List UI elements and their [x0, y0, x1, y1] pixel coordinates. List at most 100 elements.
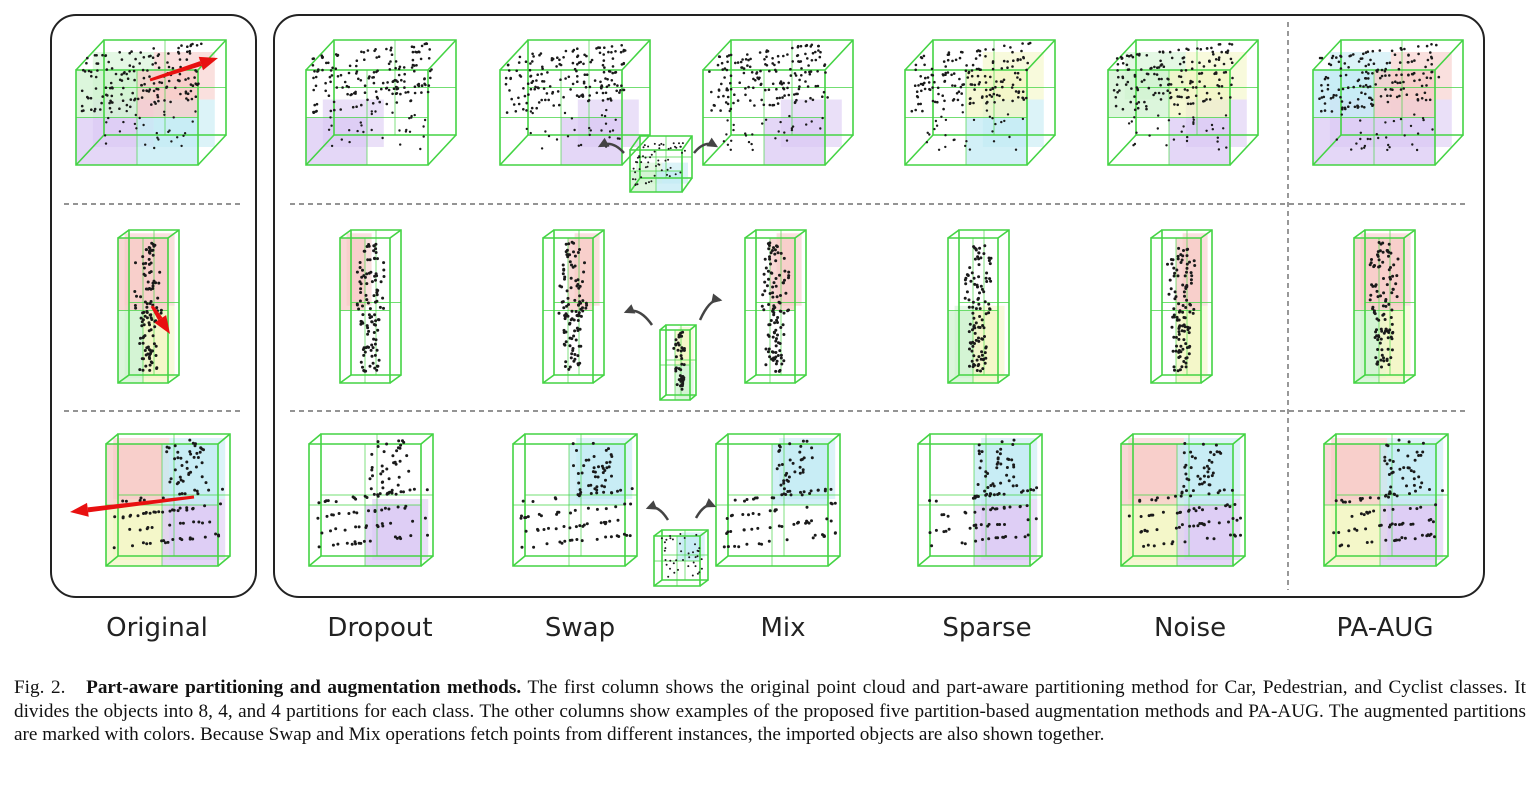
partition-tint [1324, 505, 1380, 566]
caption-body: The first column shows the original poin… [14, 677, 1527, 746]
partition-tint [966, 117, 1027, 165]
partition-tint [764, 117, 825, 165]
label-pa-aug: PA-AUG [1336, 613, 1434, 643]
box-edge [167, 229, 180, 239]
partition-tint [1374, 117, 1435, 165]
box-edge [827, 555, 841, 567]
cyclist-dropout [308, 433, 434, 567]
partition-tint [569, 444, 625, 505]
augmentation-panel [273, 14, 1485, 598]
point-cloud [103, 109, 197, 150]
point-cloud [557, 240, 589, 371]
box-edge [308, 555, 322, 567]
box-edge [1323, 433, 1337, 445]
partition-tint [770, 238, 795, 311]
cyclist-mix [715, 433, 841, 567]
point-cloud [928, 486, 1039, 548]
partition-tint [948, 310, 973, 383]
box-edge [917, 433, 931, 445]
point-cloud [672, 330, 686, 391]
box-edge [1107, 134, 1137, 166]
box-edge [117, 374, 130, 384]
cyclist-swap [512, 433, 638, 567]
box-edge [904, 39, 934, 71]
box-edge [824, 39, 854, 71]
box-edge [681, 177, 693, 193]
figure-caption: Fig. 2. Part-aware partitioning and augm… [14, 676, 1526, 747]
box-edge [947, 229, 960, 239]
box-edge [1029, 433, 1043, 445]
imported-car [597, 135, 719, 193]
box-edge [702, 134, 732, 166]
box-edge [512, 555, 526, 567]
partition-tint [1379, 238, 1404, 311]
partition-tint [656, 171, 682, 192]
partition-tint [143, 238, 168, 311]
partition-tint [1313, 117, 1374, 165]
box-edge [1120, 433, 1134, 445]
caption-title: Part-aware partitioning and augmentation… [86, 677, 522, 698]
heading-arrow-head [198, 56, 218, 71]
point-cloud [660, 533, 703, 578]
point-cloud [1383, 438, 1425, 496]
box-edge [1403, 374, 1416, 384]
heading-arrow [149, 61, 202, 82]
partition-tint [137, 70, 198, 118]
label-mix: Mix [760, 613, 806, 643]
caption-fig-number: Fig. 2. [14, 677, 66, 698]
point-cloud [1368, 241, 1400, 369]
transfer-arrow [698, 298, 721, 321]
heading-arrow [150, 305, 163, 321]
box-edge [339, 229, 352, 239]
box-edge [1353, 374, 1366, 384]
box-edge [1403, 229, 1416, 239]
car-mix [702, 39, 854, 166]
box-edge [794, 229, 807, 239]
partition-tint [1380, 505, 1436, 566]
point-cloud [525, 108, 621, 150]
partition-tint [137, 117, 198, 165]
box-edge [997, 229, 1010, 239]
box-edge [305, 134, 335, 166]
transfer-arrow-head [704, 498, 717, 508]
car-noise [1107, 39, 1259, 166]
car-swap [499, 39, 651, 166]
pedestrian-original [117, 229, 180, 384]
point-cloud [1166, 246, 1197, 373]
box-edge [1312, 39, 1342, 71]
box-edge [1200, 229, 1213, 239]
partition-tint [106, 444, 162, 505]
box-edge [824, 134, 854, 166]
box-edge [1232, 555, 1246, 567]
transfer-arrow-head [623, 304, 636, 314]
box-edge [542, 374, 555, 384]
partition-tint [162, 505, 218, 566]
box-edge [420, 555, 434, 567]
box-edge [75, 39, 105, 71]
partition-tint [630, 171, 656, 192]
point-cloud [1112, 42, 1234, 112]
dividers [64, 22, 1465, 590]
box-edge [715, 555, 729, 567]
box-edge [681, 135, 693, 151]
label-swap: Swap [544, 613, 616, 643]
heading-arrow-head [70, 502, 89, 517]
box-edge [117, 229, 130, 239]
box-edge [217, 555, 231, 567]
car-sparse [904, 39, 1056, 166]
point-cloud [133, 241, 163, 372]
box-edge [699, 579, 709, 587]
label-sparse: Sparse [942, 613, 1032, 643]
pedestrian-noise [1150, 229, 1213, 384]
partition-tint [106, 505, 162, 566]
box-edge [512, 433, 526, 445]
heading-arrow [87, 495, 195, 513]
partition-tint [974, 505, 1030, 566]
pedestrian-pa-aug [1353, 229, 1416, 384]
point-cloud [1127, 488, 1242, 548]
box-edge [1120, 555, 1134, 567]
transfer-arrow-head [597, 137, 610, 148]
partition-tint [1380, 444, 1436, 505]
box-edge [75, 134, 105, 166]
box-edge [389, 229, 402, 239]
